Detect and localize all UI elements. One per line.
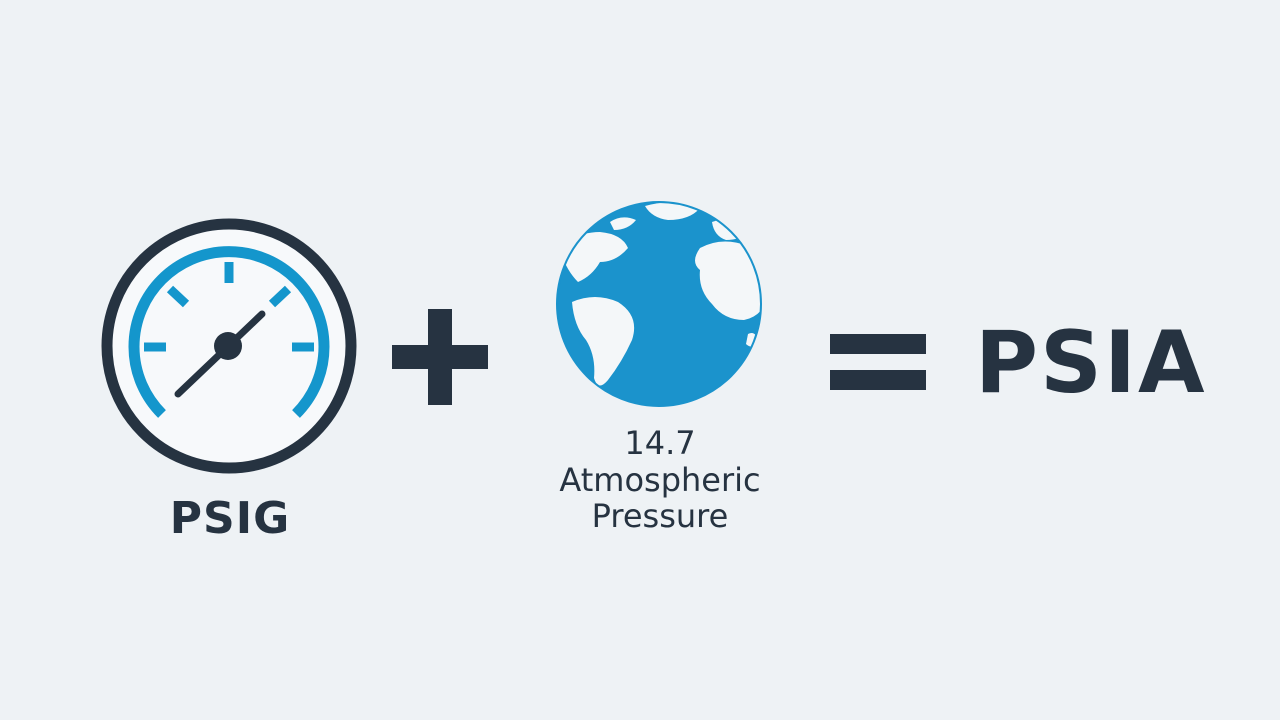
gauge-hub <box>214 332 242 360</box>
psia-label: PSIA <box>975 313 1207 413</box>
equals-top-bar <box>830 334 926 354</box>
atmospheric-pressure-label-line1: Atmospheric <box>559 461 761 499</box>
plus-vertical-bar <box>428 309 452 405</box>
island <box>610 217 636 230</box>
gauge-ticks <box>144 262 314 352</box>
atmospheric-pressure-label-line2: Pressure <box>591 497 729 535</box>
globe-icon <box>556 201 762 407</box>
gauge-tick <box>166 285 190 308</box>
plus-icon <box>392 309 488 405</box>
continent-greenland <box>645 202 700 220</box>
equals-bottom-bar <box>830 370 926 390</box>
gauge-tick <box>268 285 292 308</box>
atmospheric-pressure-label: Atmospheric Pressure <box>510 462 810 534</box>
pressure-gauge-icon <box>101 218 357 474</box>
globe-outline <box>556 201 762 407</box>
equals-icon <box>830 334 926 390</box>
psig-label: PSIG <box>169 493 291 544</box>
atmospheric-pressure-value: 14.7 <box>624 424 696 462</box>
continent-south-america <box>572 297 635 386</box>
gauge-scale-arc <box>128 246 330 418</box>
